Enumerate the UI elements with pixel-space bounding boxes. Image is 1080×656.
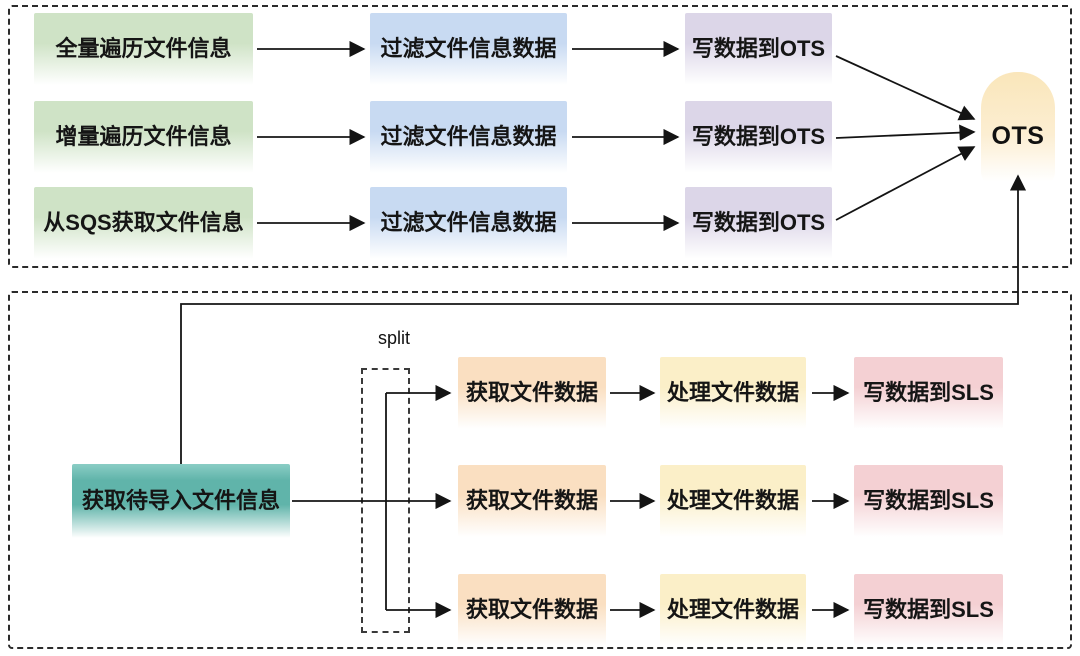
fetch-box-2: 获取文件数据 [458, 465, 606, 537]
write-sls-box-1: 写数据到SLS [854, 357, 1003, 429]
process-box-1: 处理文件数据 [660, 357, 806, 429]
process-box-3: 处理文件数据 [660, 574, 806, 646]
source-box-full-scan: 全量遍历文件信息 [34, 13, 253, 85]
filter-box-3: 过滤文件信息数据 [370, 187, 567, 259]
fetch-box-3: 获取文件数据 [458, 574, 606, 646]
fetch-box-1: 获取文件数据 [458, 357, 606, 429]
write-ots-box-2: 写数据到OTS [685, 101, 832, 173]
source-box-sqs: 从SQS获取文件信息 [34, 187, 253, 259]
split-group-box [361, 368, 410, 633]
write-ots-box-1: 写数据到OTS [685, 13, 832, 85]
filter-box-2: 过滤文件信息数据 [370, 101, 567, 173]
write-sls-box-3: 写数据到SLS [854, 574, 1003, 646]
write-ots-box-3: 写数据到OTS [685, 187, 832, 259]
split-label: split [377, 328, 410, 348]
ots-datastore-label: OTS [991, 121, 1045, 150]
write-sls-box-2: 写数据到SLS [854, 465, 1003, 537]
entry-box-pending-import: 获取待导入文件信息 [72, 464, 290, 538]
ots-database-icon: OTS [981, 72, 1055, 186]
filter-box-1: 过滤文件信息数据 [370, 13, 567, 85]
source-box-incremental-scan: 增量遍历文件信息 [34, 101, 253, 173]
process-box-2: 处理文件数据 [660, 465, 806, 537]
